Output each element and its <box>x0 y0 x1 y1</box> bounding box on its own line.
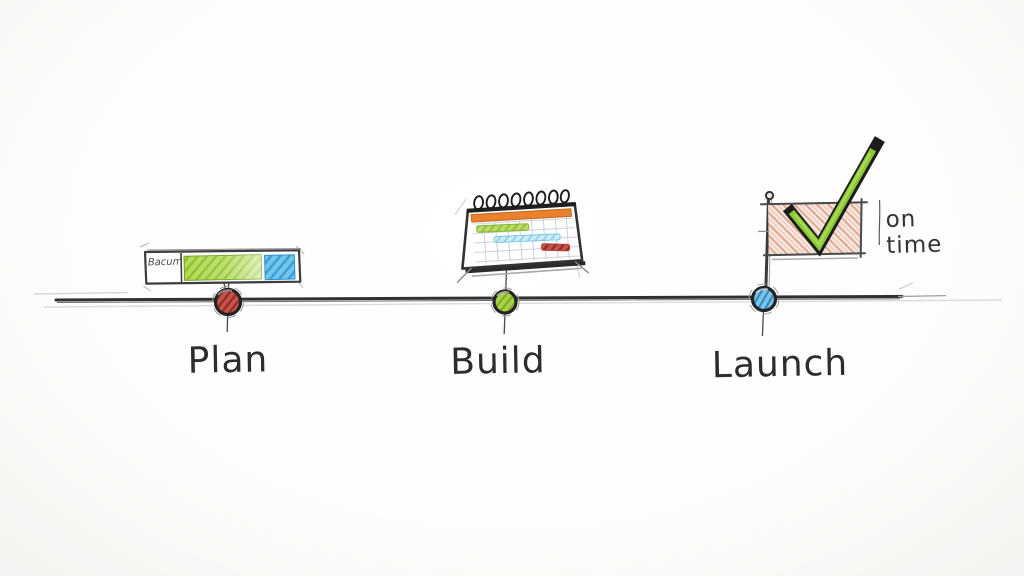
milestone-label-build: Build <box>449 340 547 383</box>
calendar-bar-green <box>476 223 530 233</box>
annotation-tick <box>878 199 881 246</box>
milestone-node-build <box>490 287 520 317</box>
calendar-binding-bar <box>466 201 576 213</box>
flag-pole-knob <box>764 190 775 201</box>
milestone-label-launch: Launch <box>711 342 849 387</box>
calendar-spiral-loops <box>473 189 570 211</box>
calendar-bar-red <box>541 243 571 252</box>
on-time-annotation: on time <box>885 206 943 260</box>
progress-bar-label: Bacum <box>147 256 183 269</box>
milestone-node-launch <box>748 283 780 315</box>
calendar-icon <box>454 188 590 284</box>
progress-bar-icon <box>139 242 305 292</box>
flag-pole <box>764 196 770 292</box>
checkbox-icon <box>757 136 885 292</box>
calendar-header-bar <box>470 208 573 223</box>
milestone-node-plan <box>212 286 244 318</box>
milestone-label-plan: Plan <box>187 339 269 382</box>
timeline-line <box>33 282 1003 308</box>
checkmark <box>782 136 885 257</box>
calendar-bar-blue <box>493 233 561 244</box>
